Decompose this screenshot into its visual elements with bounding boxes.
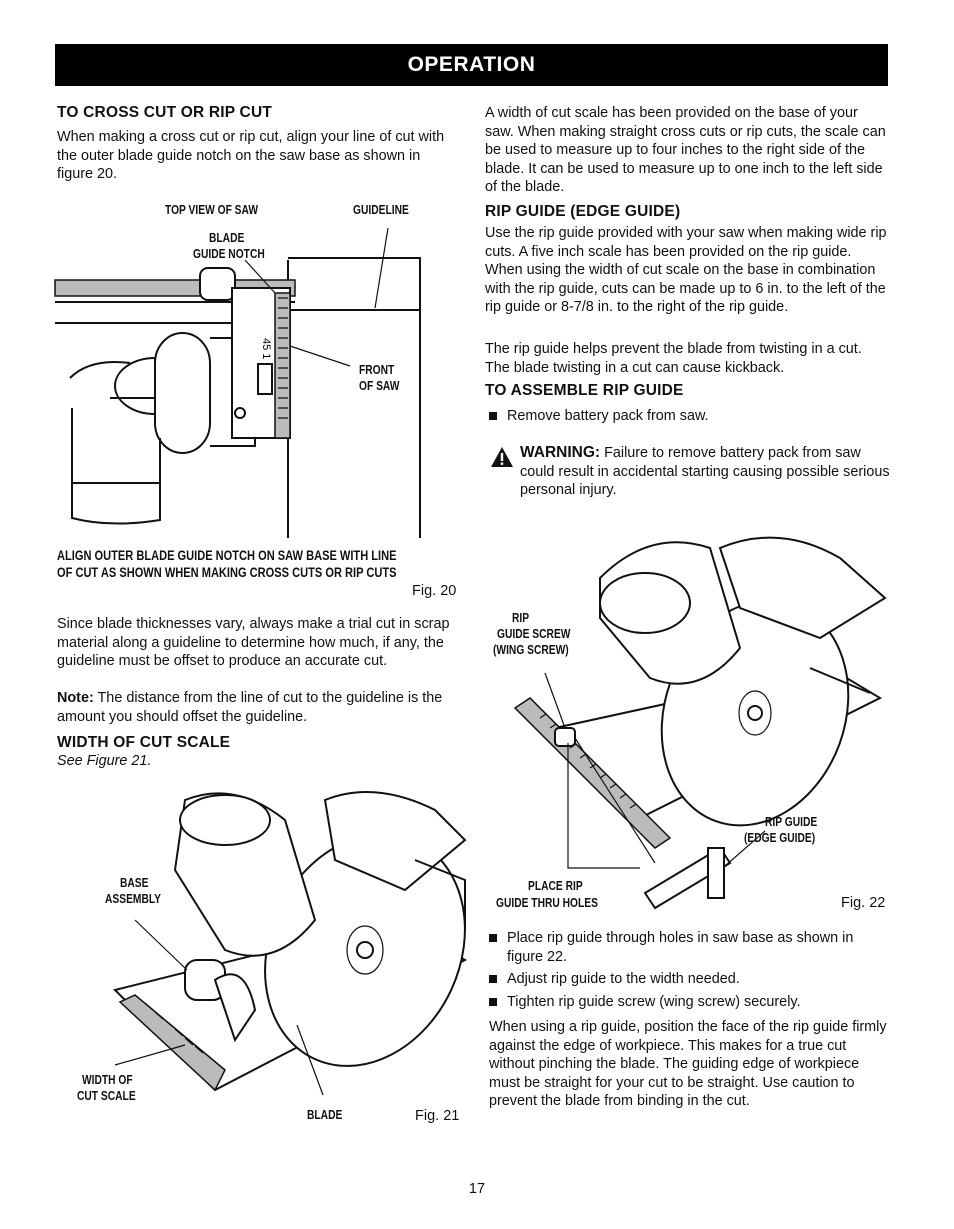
fig20-label-blade: BLADE: [209, 231, 245, 245]
trial-cut-text: Since blade thicknesses vary, always mak…: [57, 616, 450, 669]
assemble-bullet: Remove battery pack from saw.: [489, 407, 889, 426]
fig22-label: Fig. 22: [841, 895, 886, 911]
figure-22: RIP GUIDE SCREW (WING SCREW) RIP GUIDE (…: [490, 518, 890, 918]
note-text: The distance from the line of cut to the…: [57, 690, 443, 725]
figure-22-drawing: [513, 536, 887, 910]
fig21-label: Fig. 21: [415, 1108, 460, 1124]
fig20-scale-marks: 45 1: [260, 338, 272, 359]
fig22-label-guide-screw: GUIDE SCREW: [497, 627, 571, 641]
bullet-square-icon: [489, 997, 497, 1006]
fig22-label-wing-screw: (WING SCREW): [493, 643, 569, 657]
fig20-label: Fig. 20: [412, 583, 457, 599]
fig22-label-rip: RIP: [512, 611, 530, 625]
section-banner: OPERATION: [55, 44, 888, 86]
fig22-label-edge-guide: (EDGE GUIDE): [744, 831, 816, 845]
warning-body: Failure to remove battery pack from saw …: [520, 445, 890, 498]
list-item: Adjust rip guide to the width needed.: [489, 970, 891, 989]
note-label: Note:: [57, 690, 94, 706]
rip-guide-heading: RIP GUIDE (EDGE GUIDE): [485, 203, 681, 220]
fig22-label-rip-guide: RIP GUIDE: [765, 815, 818, 829]
rip-guide-text2: The rip guide helps prevent the blade fr…: [485, 341, 862, 376]
fig20-label-guide-notch: GUIDE NOTCH: [193, 247, 265, 261]
list-item: Tighten rip guide screw (wing screw) sec…: [489, 993, 891, 1012]
fig21-label-cut-scale: CUT SCALE: [77, 1089, 136, 1103]
cross-cut-heading: TO CROSS CUT OR RIP CUT: [57, 104, 273, 121]
fig20-label-guideline: GUIDELINE: [353, 203, 409, 217]
fig21-label-width-of: WIDTH OF: [82, 1073, 133, 1087]
fig20-caption-line2: OF CUT AS SHOWN WHEN MAKING CROSS CUTS O…: [57, 565, 397, 580]
bullet-square-icon: [489, 934, 497, 942]
step-text: Adjust rip guide to the width needed.: [507, 971, 740, 987]
assemble-heading: TO ASSEMBLE RIP GUIDE: [485, 382, 684, 399]
width-scale-see: See Figure 21.: [57, 753, 152, 769]
fig21-label-assembly: ASSEMBLY: [105, 892, 162, 906]
warning-triangle-icon: [491, 447, 513, 467]
width-scale-paragraph: A width of cut scale has been provided o…: [485, 105, 886, 195]
fig21-label-blade: BLADE: [307, 1108, 343, 1122]
rip-guide-text1: Use the rip guide provided with your saw…: [485, 225, 887, 315]
figure-20-drawing: 45 1: [54, 227, 421, 538]
cross-cut-text: When making a cross cut or rip cut, alig…: [57, 129, 445, 182]
closing-paragraph: When using a rip guide, position the fac…: [489, 1019, 887, 1109]
step-text: Tighten rip guide screw (wing screw) sec…: [507, 993, 801, 1010]
assemble-bullet-text: Remove battery pack from saw.: [507, 408, 709, 424]
figure-20: 45 1 TOP VIEW OF SAW GUIDELINE BLADE GUI…: [50, 198, 470, 543]
step-text: Place rip guide through holes in saw bas…: [507, 930, 854, 965]
width-scale-heading: WIDTH OF CUT SCALE: [57, 734, 231, 751]
trial-cut-note: Note: The distance from the line of cut …: [57, 689, 462, 726]
figure-21-drawing: [113, 791, 468, 1096]
section-title: OPERATION: [407, 53, 536, 76]
fig22-label-thru-holes: GUIDE THRU HOLES: [496, 896, 598, 910]
bullet-square-icon: [489, 975, 497, 983]
fig21-label-base: BASE: [120, 876, 149, 890]
page-number: 17: [468, 1181, 486, 1197]
fig22-label-place-rip: PLACE RIP: [528, 879, 583, 893]
rip-guide-steps: Place rip guide through holes in saw bas…: [489, 929, 891, 1011]
warning-text: WARNING: Failure to remove battery pack …: [520, 444, 890, 500]
bullet-square-icon: [489, 412, 497, 420]
fig20-label-of-saw: OF SAW: [359, 379, 400, 393]
warning-label: WARNING:: [520, 444, 601, 461]
fig20-caption-line1: ALIGN OUTER BLADE GUIDE NOTCH ON SAW BAS…: [57, 548, 397, 563]
fig20-label-top-view: TOP VIEW OF SAW: [165, 203, 259, 217]
list-item: Place rip guide through holes in saw bas…: [489, 929, 891, 966]
fig20-label-front: FRONT: [359, 363, 395, 377]
figure-21: BASE ASSEMBLY WIDTH OF CUT SCALE BLADE F…: [75, 780, 470, 1135]
